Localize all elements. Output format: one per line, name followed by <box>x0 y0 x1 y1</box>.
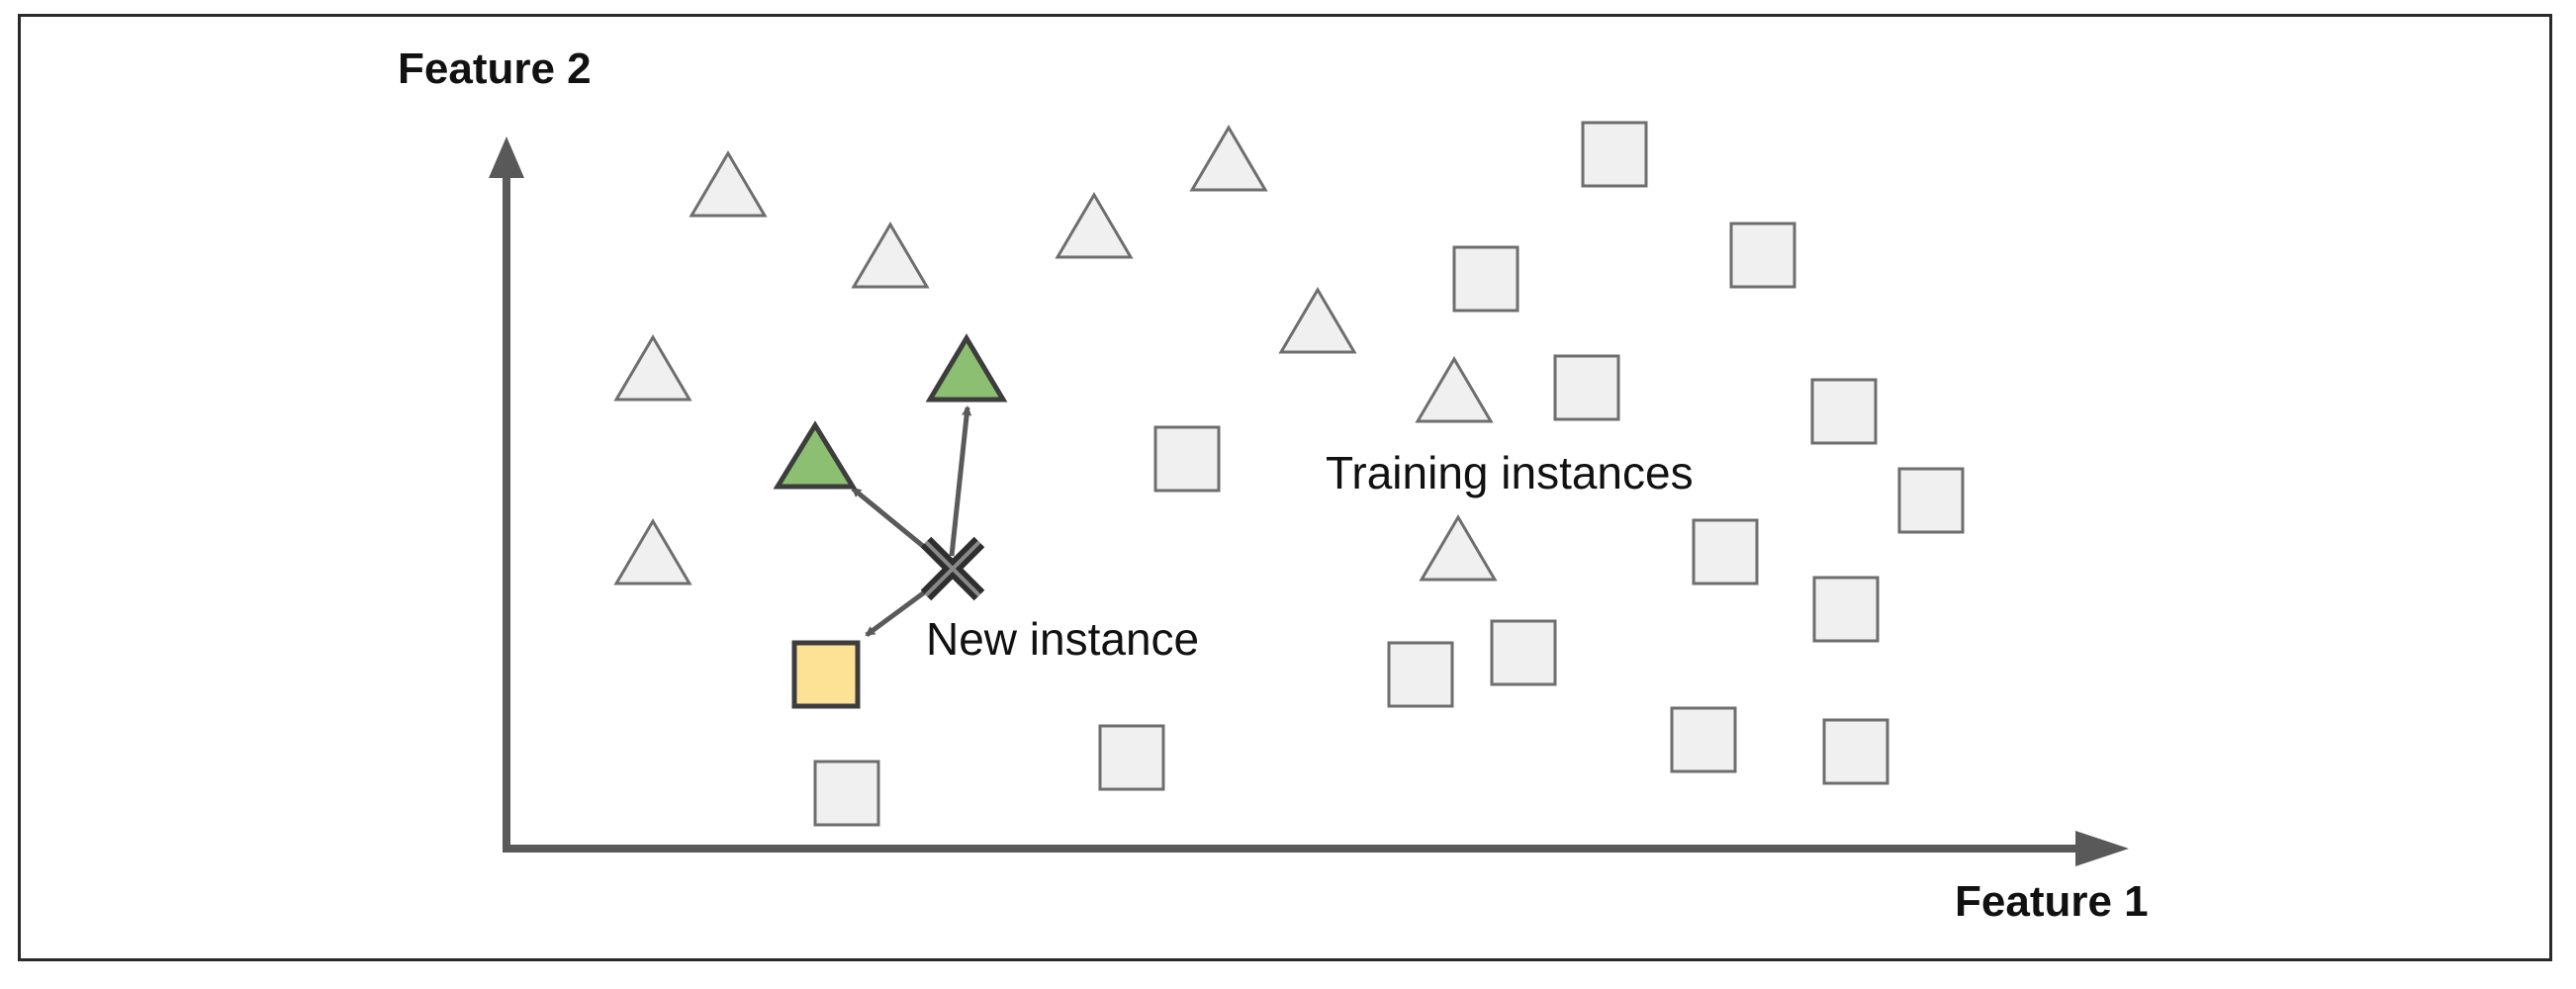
training-square <box>1822 718 1889 785</box>
training-triangle <box>1419 514 1498 582</box>
training-square <box>1153 425 1221 493</box>
training-triangle <box>1278 287 1357 354</box>
training-triangle <box>613 334 692 402</box>
figure-frame <box>18 14 2552 961</box>
training-square <box>1692 518 1759 585</box>
y-axis-arrowhead <box>489 136 524 178</box>
x-axis-label: Feature 1 <box>1955 877 2149 926</box>
training-square <box>813 760 880 827</box>
y-axis-label: Feature 2 <box>398 45 592 93</box>
training-triangle <box>689 150 768 218</box>
training-square <box>1897 467 1965 534</box>
training-square <box>1098 724 1165 791</box>
x-axis-arrowhead <box>2075 831 2129 866</box>
training-square <box>1729 222 1796 289</box>
new-instance-cross <box>920 536 985 601</box>
training-square <box>1812 576 1880 643</box>
training-triangle <box>613 518 692 585</box>
training-triangle <box>1055 192 1134 259</box>
training-triangle <box>1415 356 1494 423</box>
new-instance-label: New instance <box>926 613 1199 665</box>
neighbor-triangle-upper <box>925 333 1008 403</box>
training-square <box>1581 121 1648 188</box>
neighbor-triangle-left <box>773 420 858 490</box>
training-square <box>1387 641 1454 708</box>
training-triangles <box>613 125 1498 585</box>
training-triangle <box>851 222 930 289</box>
training-square <box>1670 706 1737 773</box>
training-square <box>1452 245 1519 313</box>
neighbor-arrows <box>851 405 972 638</box>
axes <box>489 136 2129 866</box>
training-square <box>1490 619 1557 686</box>
training-squares <box>813 121 1965 827</box>
training-triangle <box>1189 125 1268 192</box>
training-square <box>1553 354 1620 421</box>
neighbor-square <box>791 640 861 709</box>
training-square <box>1810 378 1878 445</box>
arrow-to-upper-neighbor <box>949 405 972 557</box>
training-instances-label: Training instances <box>1326 447 1694 498</box>
